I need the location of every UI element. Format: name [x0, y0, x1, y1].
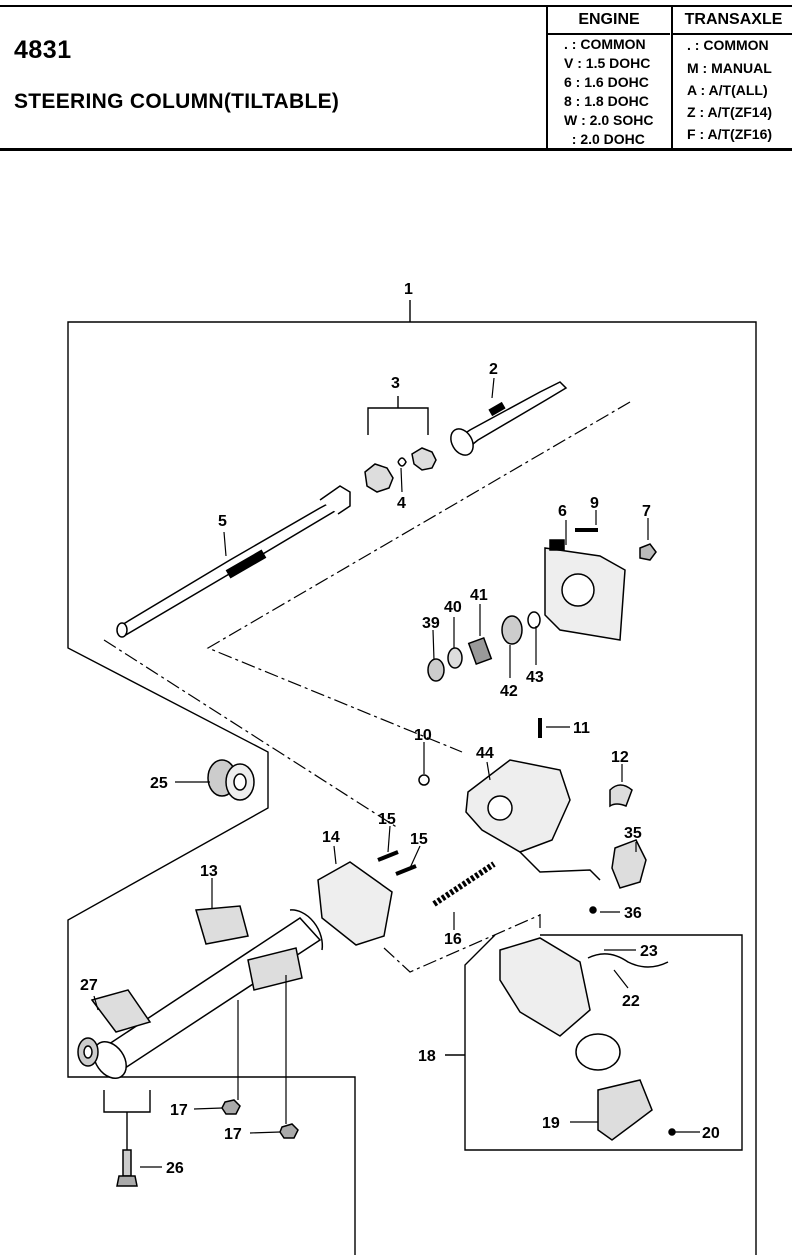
transaxle-code-table: TRANSAXLE . : COMMON M : MANUAL A : A/T(… [671, 7, 792, 148]
upper-shaft-part [450, 381, 568, 456]
callout-11: 11 [573, 720, 590, 737]
bolt-part [116, 1149, 138, 1187]
mount-bracket-part [90, 989, 152, 1033]
lever-knob-part [611, 839, 647, 889]
callout-23: 23 [640, 943, 658, 960]
callout-18: 18 [418, 1048, 436, 1065]
callout-3: 3 [391, 375, 400, 392]
transaxle-heading: TRANSAXLE [673, 7, 792, 35]
callout-43: 43 [526, 669, 544, 686]
callout-27: 27 [80, 977, 98, 994]
engine-heading: ENGINE [548, 7, 670, 35]
tilt-spring-parts [427, 611, 541, 682]
page-header: 4831 STEERING COLUMN(TILTABLE) ENGINE . … [0, 0, 792, 152]
exploded-parts-diagram: 1 2 3 4 5 6 7 9 10 11 12 13 14 15 15 16 … [67, 281, 757, 1255]
callout-19: 19 [542, 1115, 560, 1132]
nut-part [639, 543, 657, 561]
callout-labels: 1 2 3 4 5 6 7 9 10 11 12 13 14 15 15 16 … [80, 281, 720, 1177]
alignment-guides [103, 401, 631, 973]
engine-row: 6 : 1.6 DOHC [564, 74, 649, 90]
callout-15: 15 [378, 811, 396, 828]
transaxle-row: . : COMMON [687, 37, 769, 53]
mount-bracket-part [247, 947, 303, 991]
bolt-part [377, 850, 399, 862]
bushing-part [609, 784, 633, 808]
callout-10: 10 [414, 727, 432, 744]
nut-part [279, 1123, 299, 1139]
callout-36: 36 [624, 905, 642, 922]
callout-6: 6 [558, 503, 567, 520]
callout-26: 26 [166, 1160, 184, 1177]
callout-41: 41 [470, 587, 488, 604]
callout-35: 35 [624, 825, 642, 842]
engine-row: W : 2.0 SOHC [564, 112, 654, 128]
engine-row: . : COMMON [564, 36, 646, 52]
callout-9: 9 [590, 495, 599, 512]
mount-bracket-part [195, 905, 249, 945]
tilt-head-part [465, 759, 601, 881]
ignition-lock-subassembly-box [464, 934, 743, 1151]
nut-part [221, 1099, 241, 1115]
lower-shaft-part [116, 485, 351, 638]
leader-lines [93, 377, 700, 1168]
header-bottom-rule [0, 148, 792, 151]
callout-12: 12 [611, 749, 629, 766]
callout-13: 13 [200, 863, 218, 880]
coil-spring-part [432, 861, 496, 907]
tilt-bracket-part [544, 539, 626, 641]
callout-40: 40 [444, 599, 462, 616]
column-tube-part [93, 861, 393, 1079]
bolt-part [395, 864, 417, 876]
callout-14: 14 [322, 829, 340, 846]
callout-1: 1 [404, 281, 413, 298]
callout-2: 2 [489, 361, 498, 378]
page-title: STEERING COLUMN(TILTABLE) [14, 90, 340, 113]
screw-part [589, 906, 597, 914]
assembly-outline [67, 321, 410, 1255]
header-top-rule [0, 5, 792, 7]
callout-39: 39 [422, 615, 440, 632]
engine-row: 8 : 1.8 DOHC [564, 93, 649, 109]
engine-row: : 2.0 DOHC [564, 131, 645, 147]
engine-row: V : 1.5 DOHC [564, 55, 651, 71]
callout-5: 5 [218, 513, 227, 530]
joint-spider-part [364, 447, 437, 493]
callout-44: 44 [476, 745, 494, 762]
callout-17: 17 [170, 1102, 188, 1119]
page-code: 4831 [14, 36, 72, 64]
callout-25: 25 [150, 775, 168, 792]
callout-7: 7 [642, 503, 651, 520]
transaxle-row: M : MANUAL [687, 60, 772, 76]
transaxle-row: Z : A/T(ZF14) [687, 104, 773, 120]
callout-22: 22 [622, 993, 640, 1010]
leader-line [103, 1090, 151, 1113]
bearing-part [207, 759, 255, 801]
callout-15b: 15 [410, 831, 428, 848]
leader-line [367, 407, 429, 435]
transaxle-row: F : A/T(ZF16) [687, 126, 773, 142]
ignition-lock-part [499, 937, 676, 1141]
callout-17b: 17 [224, 1126, 242, 1143]
pin-part [418, 774, 430, 786]
transaxle-row: A : A/T(ALL) [687, 82, 768, 98]
callout-16: 16 [444, 931, 462, 948]
callout-4: 4 [397, 495, 406, 512]
callout-20: 20 [702, 1125, 720, 1142]
assembly-outline [410, 321, 757, 1255]
engine-code-table: ENGINE . : COMMON V : 1.5 DOHC 6 : 1.6 D… [546, 7, 670, 148]
callout-42: 42 [500, 683, 518, 700]
